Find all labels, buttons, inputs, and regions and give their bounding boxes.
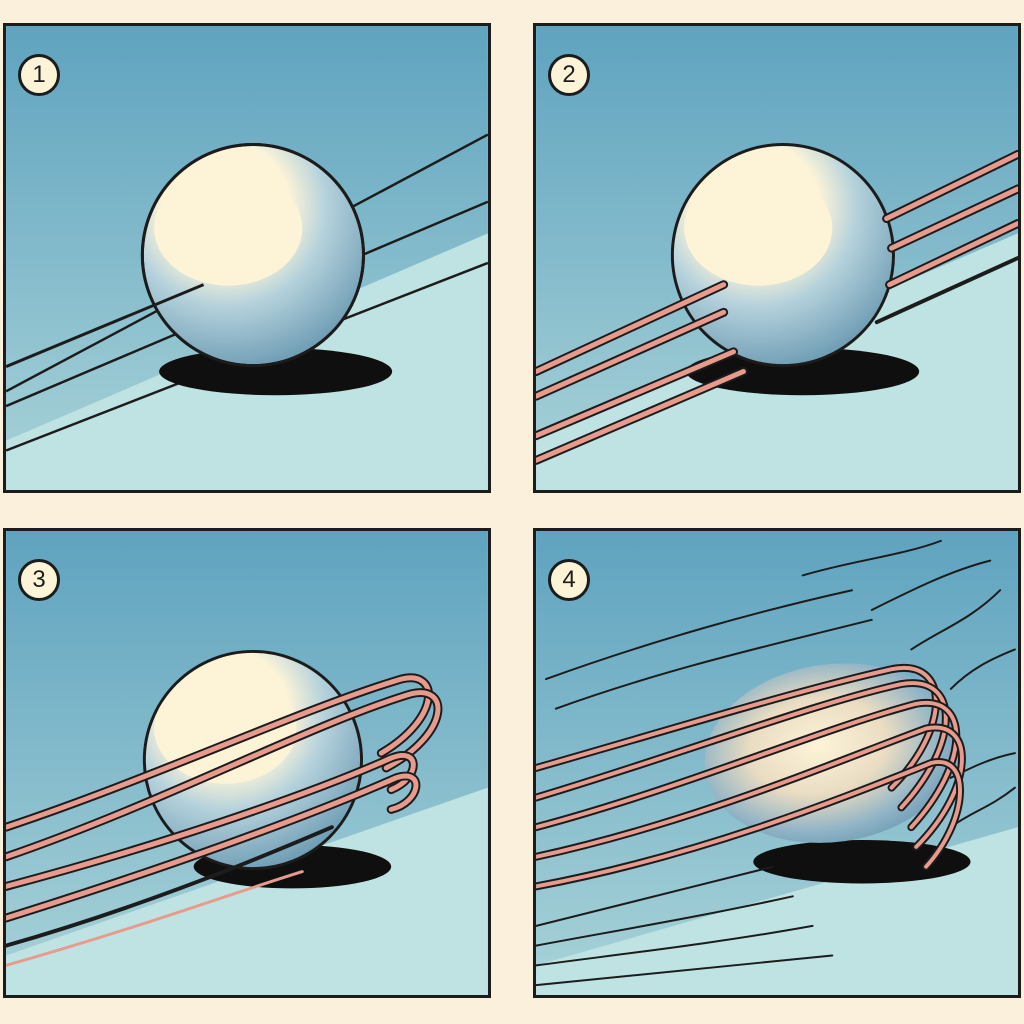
comic-panel-2: 2 bbox=[533, 23, 1021, 493]
comic-panel-4: 4 bbox=[533, 528, 1021, 998]
comic-panel-3: 3 bbox=[3, 528, 491, 998]
ball-highlight bbox=[684, 171, 833, 286]
panel-number-badge: 3 bbox=[18, 559, 60, 601]
panel-1-illustration bbox=[6, 26, 488, 490]
ball-outline bbox=[140, 142, 365, 368]
panel-2-illustration bbox=[536, 26, 1018, 490]
panel-number-badge: 1 bbox=[18, 54, 60, 96]
ball-shadow bbox=[753, 840, 971, 884]
stripe-bundle bbox=[536, 149, 1018, 465]
stripe-wrap bbox=[6, 673, 443, 967]
panel-number-badge: 2 bbox=[548, 54, 590, 96]
comic-panel-1: 1 bbox=[3, 23, 491, 493]
ball-highlight bbox=[154, 171, 303, 286]
stripe-orbit bbox=[536, 663, 966, 891]
ground-plane bbox=[6, 787, 488, 995]
panel-number-badge: 4 bbox=[548, 559, 590, 601]
panel-4-illustration bbox=[536, 531, 1018, 995]
panel-3-illustration bbox=[6, 531, 488, 995]
wire-line bbox=[6, 283, 205, 368]
